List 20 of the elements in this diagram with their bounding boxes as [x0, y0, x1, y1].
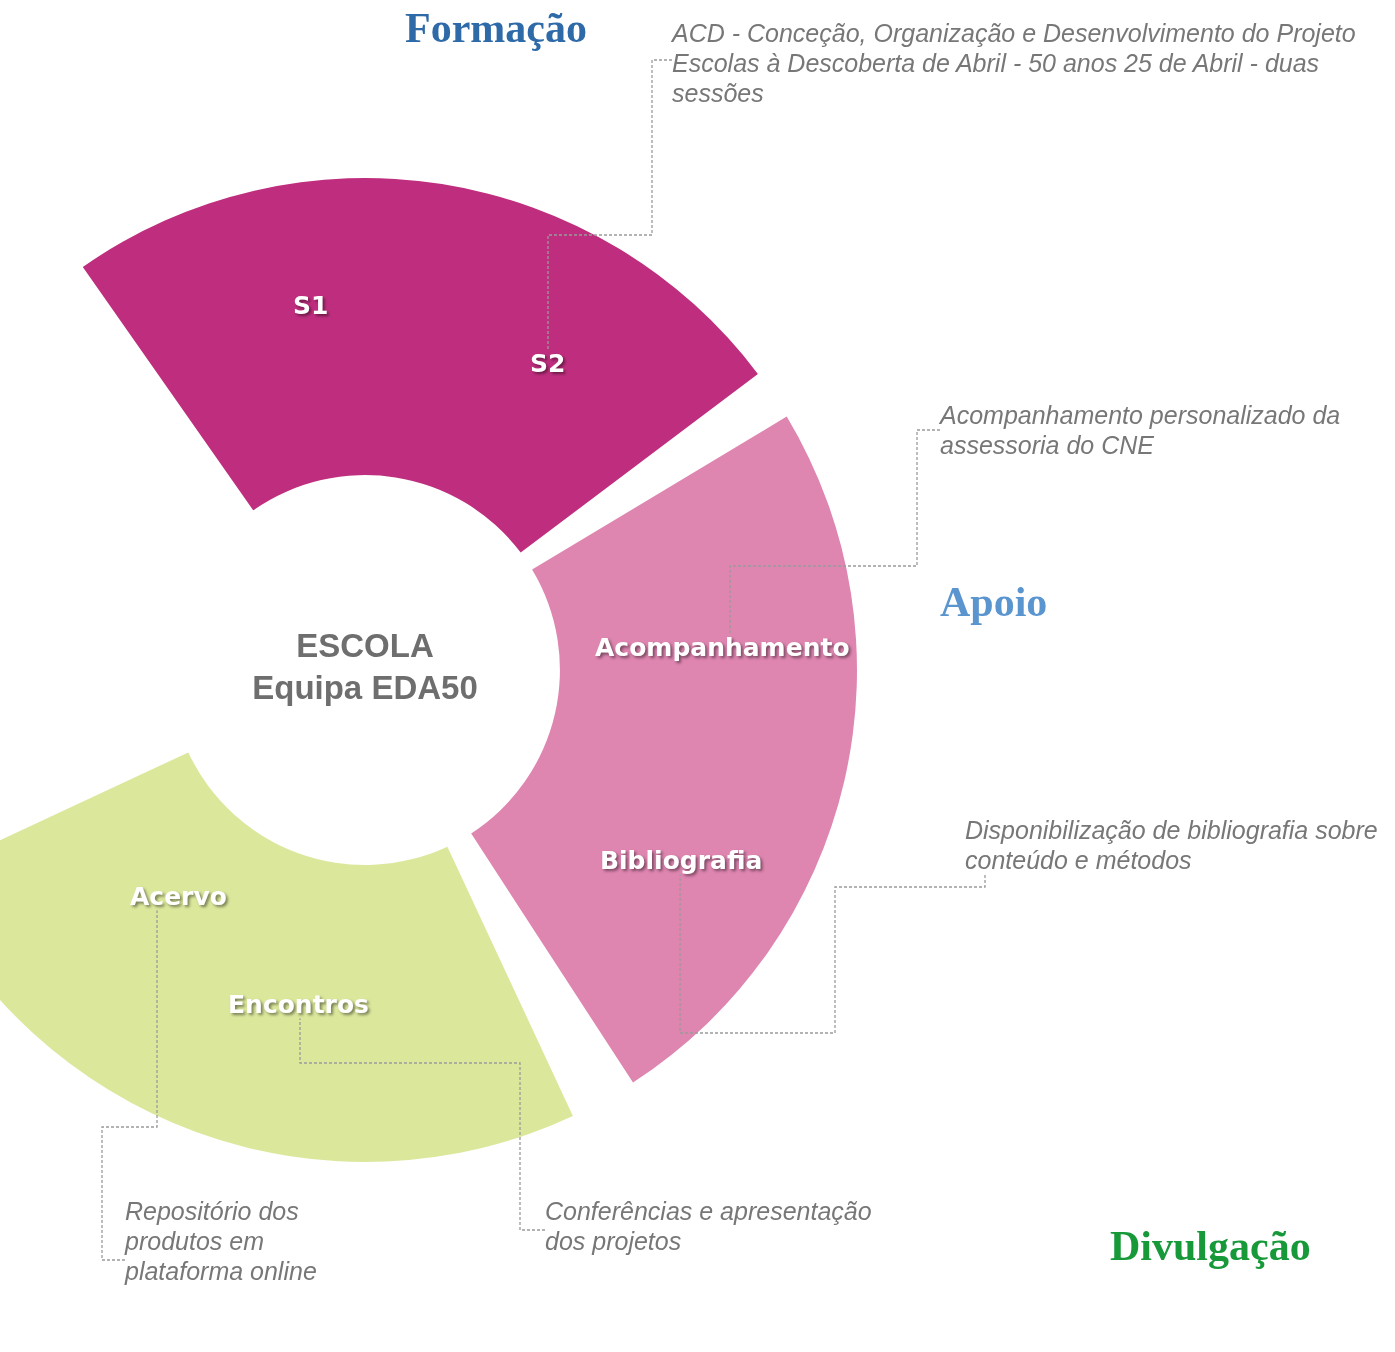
description-text: Conferências e apresentação dos projetos [545, 1196, 905, 1256]
leader-line [679, 873, 986, 1034]
leader-line [101, 909, 158, 1261]
segment-label: S1 [293, 292, 329, 320]
description-text: Disponibilização de bibliografia sobre conteúdo e métodos [965, 815, 1385, 875]
section-heading: Divulgação [1110, 1222, 1311, 1270]
description-text: Acompanhamento personalizado da assessoria do CNE [940, 400, 1385, 460]
segment-label: Acompanhamento [595, 634, 850, 662]
segment-label: Bibliografia [600, 847, 763, 875]
section-heading: Formação [405, 4, 587, 52]
description-text: Repositório dos produtos em plataforma online [125, 1196, 325, 1286]
section-heading: Apoio [940, 578, 1048, 626]
leader-line [299, 1017, 546, 1231]
description-text: ACD - Conceção, Organização e Desenvolvimento do Projeto Escolas à Descoberta de Abril - 50 anos 25 de Abril - duas sessões [672, 18, 1392, 108]
segment-label: S2 [530, 350, 566, 378]
segment-label: Encontros [228, 991, 369, 1019]
leader-line [729, 429, 941, 635]
leader-line [547, 59, 673, 351]
segment-label: Acervo [130, 883, 227, 911]
center-label: ESCOLA Equipa EDA50 [251, 626, 479, 708]
